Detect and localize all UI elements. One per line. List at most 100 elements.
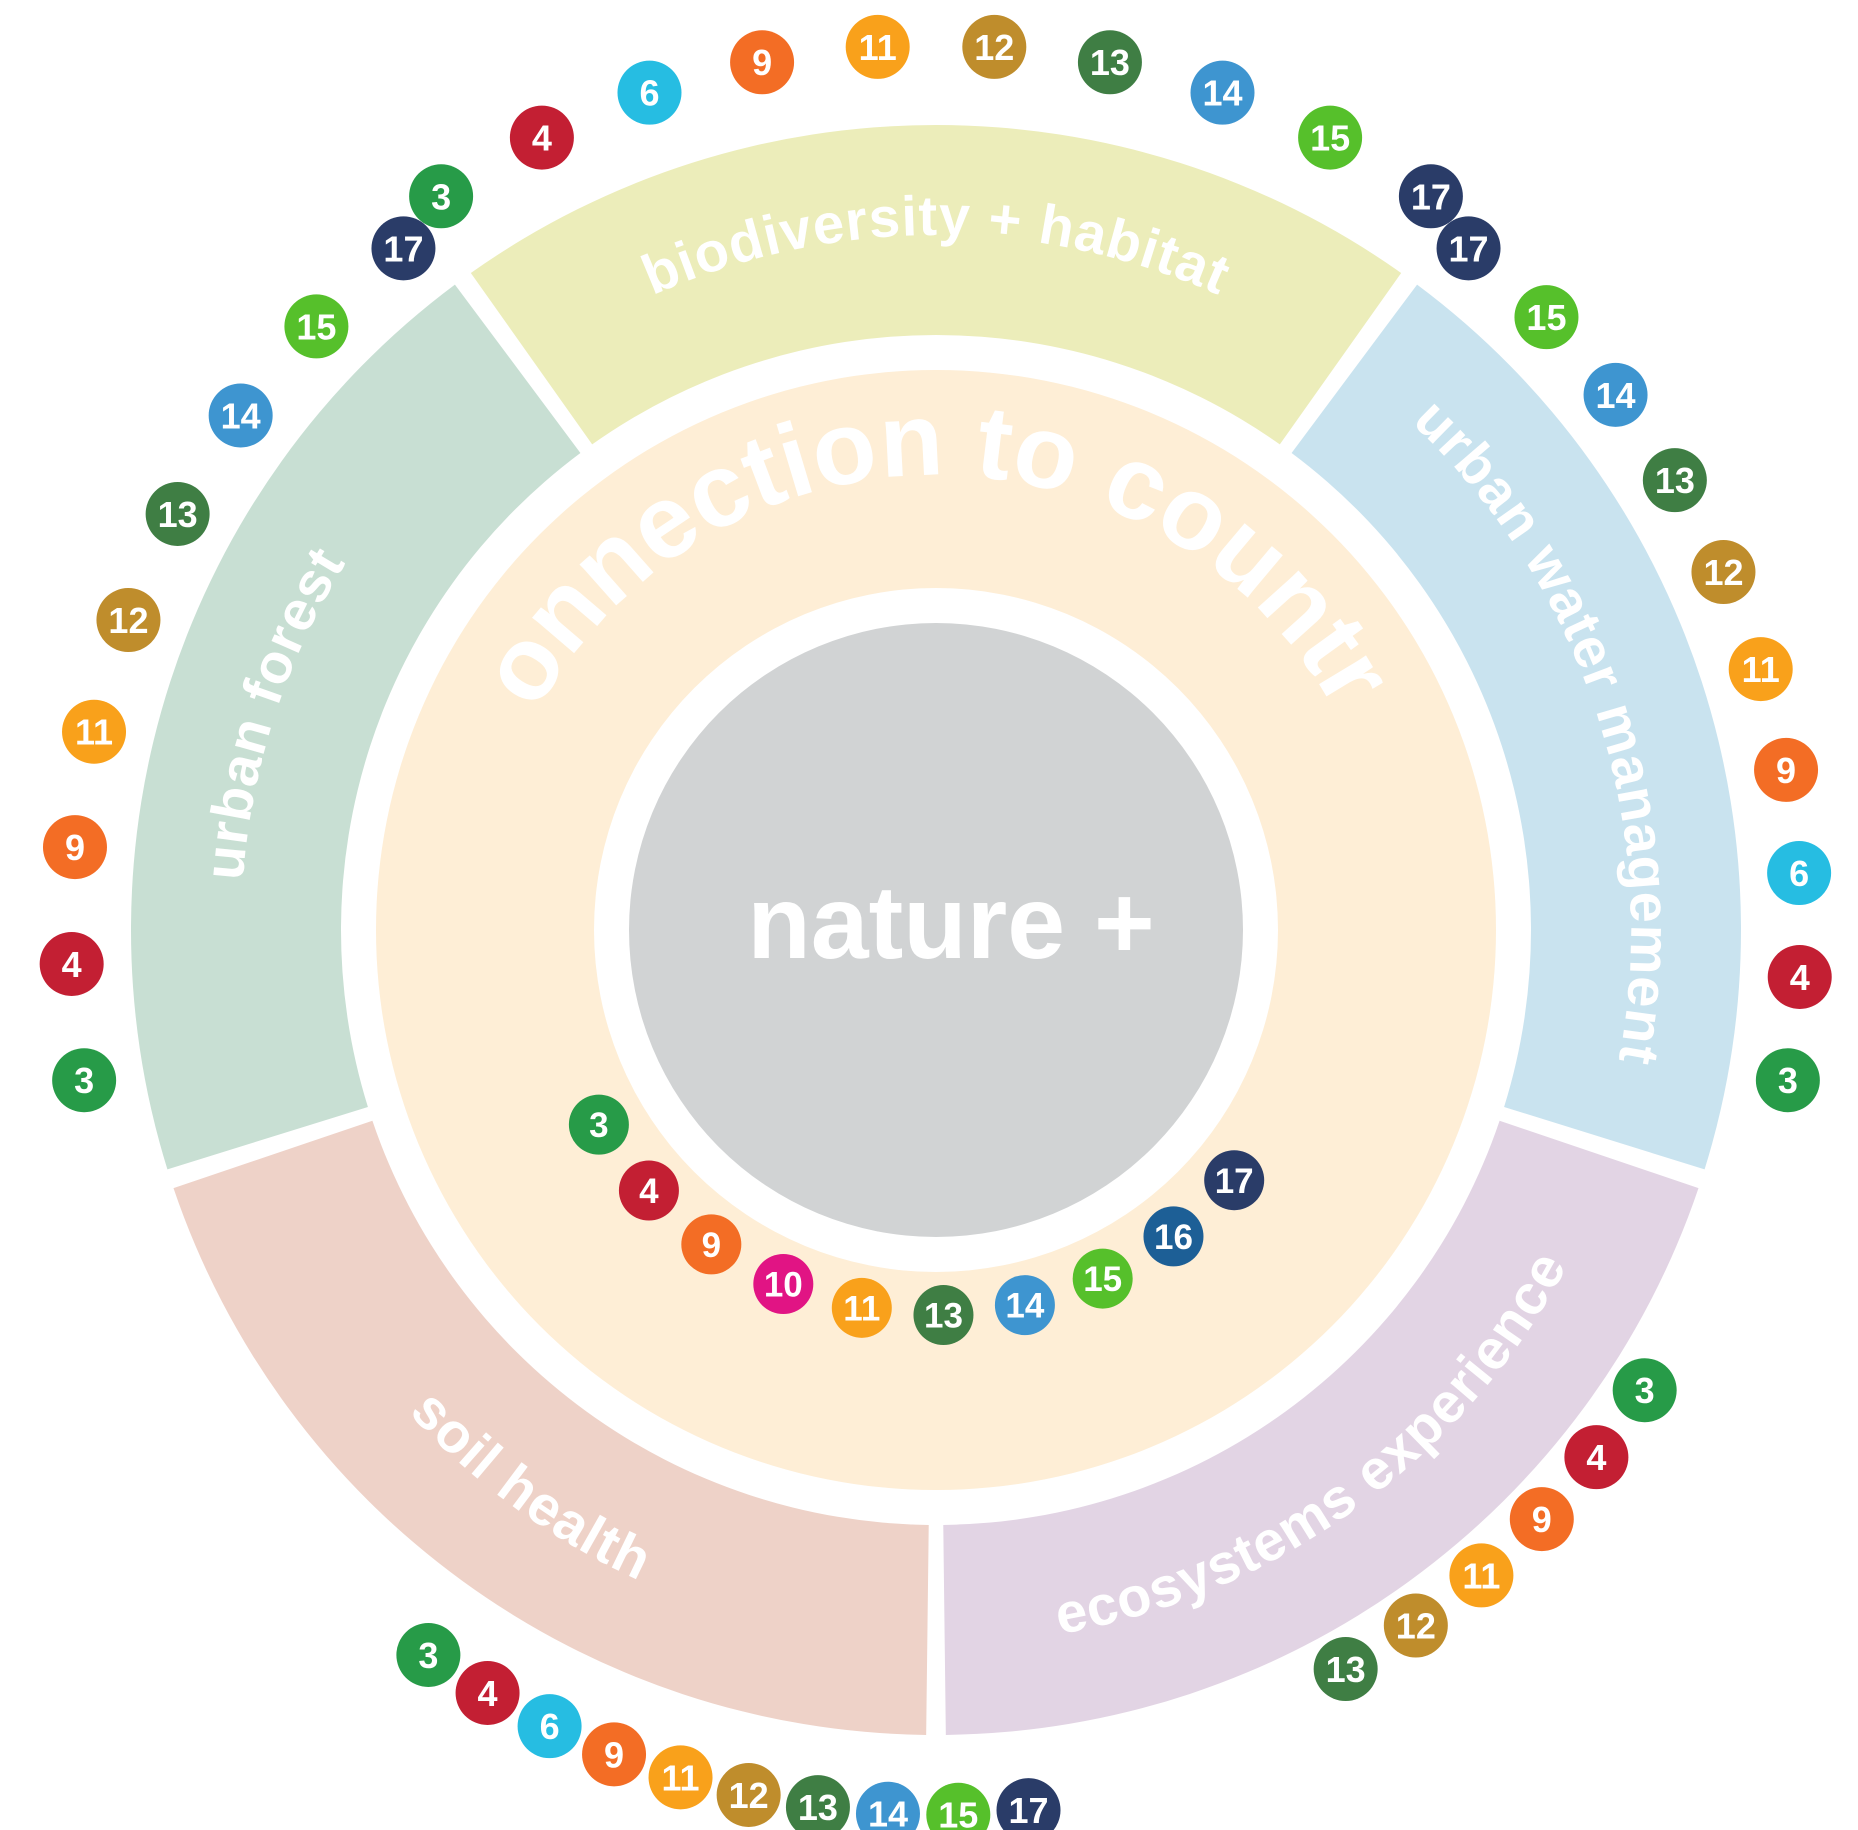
connection-ring-badge-16: 16 [1143,1206,1204,1267]
urban-forest-badge-12: 12 [96,588,161,653]
sdg-12-badge-circle [1691,540,1756,605]
segment-urban-water-management [1291,284,1741,1170]
sdg-9-badge-number: 9 [604,1734,624,1775]
sdg-3-badge-circle [52,1048,117,1113]
ecosystems-experience-badge-12: 12 [1383,1593,1448,1658]
sdg-4-badge-circle [618,1160,679,1221]
sdg-4-badge-number: 4 [1790,957,1810,998]
sdg-3-badge-circle [1755,1048,1820,1113]
ecosystems-experience-badge-9: 9 [1509,1487,1574,1552]
sdg-6-badge-circle [517,1694,582,1759]
center-label: nature + [747,865,1154,981]
sdg-17-badge-circle [1398,164,1463,229]
sdg-14-badge-number: 14 [1596,375,1636,416]
soil-health-badge-17: 17 [996,1778,1061,1830]
sdg-4-badge-circle [1767,944,1832,1009]
sdg-15-badge-number: 15 [938,1795,978,1830]
sdg-12-badge-circle [962,14,1027,79]
sdg-17-badge-circle [371,216,436,281]
sdg-9-badge-circle [681,1214,742,1275]
sdg-4-badge-number: 4 [532,118,552,159]
sdg-3-badge-number: 3 [589,1106,608,1145]
biodiversity-habitat-badge-12: 12 [962,14,1027,79]
urban-water-management-badge-12: 12 [1691,540,1756,605]
sdg-10-badge-number: 10 [764,1266,803,1305]
sdg-16-badge-number: 16 [1154,1218,1193,1257]
sdg-11-badge-number: 11 [843,1289,880,1328]
sdg-4-badge-number: 4 [639,1172,659,1211]
sdg-12-badge-number: 12 [1396,1606,1436,1647]
segment-urban-forest [130,284,581,1170]
sdg-15-badge-number: 15 [1083,1260,1122,1299]
sdg-12-badge-number: 12 [108,600,148,641]
sdg-11-badge-circle [62,699,127,764]
sdg-11-badge-number: 11 [662,1757,700,1798]
sdg-17-badge-circle [1204,1150,1265,1211]
sdg-17-badge-number: 17 [1215,1162,1254,1201]
urban-water-management-badge-4: 4 [1767,944,1832,1009]
sdg-17-badge-circle [1436,216,1501,281]
sdg-9-badge-circle [1754,737,1819,802]
sdg-14-badge-number: 14 [1005,1287,1044,1326]
soil-health-badge-14: 14 [855,1781,920,1830]
sdg-11-badge-circle [1728,637,1793,702]
soil-health-badge-4: 4 [455,1660,520,1725]
sdg-14-badge-circle [208,383,273,448]
sdg-11-badge-number: 11 [75,712,113,753]
sdg-6-badge-number: 6 [1789,853,1809,894]
sdg-6-badge-number: 6 [639,73,659,114]
sdg-13-badge-number: 13 [1655,460,1695,501]
sdg-15-badge-circle [284,294,349,359]
ecosystems-experience-badge-3: 3 [1612,1358,1677,1423]
urban-water-management-badge-13: 13 [1642,448,1707,513]
urban-forest-badge-17: 17 [371,216,436,281]
sdg-4-badge-circle [39,931,104,996]
sdg-17-badge-number: 17 [383,228,423,269]
sdg-17-badge-number: 17 [1411,176,1451,217]
sdg-14-badge-number: 14 [1202,73,1242,114]
connection-ring-badge-15: 15 [1072,1248,1133,1309]
urban-water-management-badge-17: 17 [1436,216,1501,281]
sdg-14-badge-circle [994,1275,1055,1336]
connection-ring-badge-17: 17 [1204,1150,1265,1211]
sdg-11-badge-circle [845,14,910,79]
sdg-6-badge-circle [617,60,682,125]
biodiversity-habitat-badge-13: 13 [1077,30,1142,95]
sdg-9-badge-number: 9 [65,827,85,868]
soil-health-badge-13: 13 [785,1775,850,1830]
sdg-9-badge-number: 9 [752,42,772,83]
sdg-13-badge-circle [785,1775,850,1830]
sdg-14-badge-number: 14 [868,1794,908,1830]
soil-health-badge-6: 6 [517,1694,582,1759]
sdg-13-badge-circle [145,481,210,546]
connection-ring-badge-11: 11 [831,1277,892,1338]
connection-ring-badge-10: 10 [753,1253,814,1314]
sdg-12-badge-circle [96,588,161,653]
connection-ring-badge-9: 9 [681,1214,742,1275]
urban-forest-badge-3: 3 [52,1048,117,1113]
sdg-4-badge-number: 4 [478,1673,498,1714]
sdg-4-badge-number: 4 [1586,1437,1606,1478]
sdg-12-badge-number: 12 [974,27,1014,68]
sdg-9-badge-number: 9 [702,1226,721,1265]
sdg-11-badge-circle [648,1745,713,1810]
sdg-13-badge-number: 13 [1090,42,1130,83]
sdg-3-badge-circle [409,164,474,229]
sdg-15-badge-number: 15 [1310,118,1350,159]
urban-water-management-badge-9: 9 [1754,737,1819,802]
sdg-13-badge-circle [913,1284,974,1345]
urban-forest-badge-13: 13 [145,481,210,546]
sdg-12-badge-circle [1383,1593,1448,1658]
sdg-14-badge-circle [855,1781,920,1830]
segment-biodiversity-habitat [470,124,1402,445]
sdg-13-badge-number: 13 [924,1297,963,1336]
biodiversity-habitat-badge-11: 11 [845,14,910,79]
sdg-15-badge-circle [1514,285,1579,350]
sdg-15-badge-circle [926,1782,991,1830]
sdg-3-badge-number: 3 [1635,1370,1655,1411]
urban-forest-badge-4: 4 [39,931,104,996]
ecosystems-experience-badge-4: 4 [1564,1425,1629,1490]
center-circle-group: nature + [629,623,1243,1237]
